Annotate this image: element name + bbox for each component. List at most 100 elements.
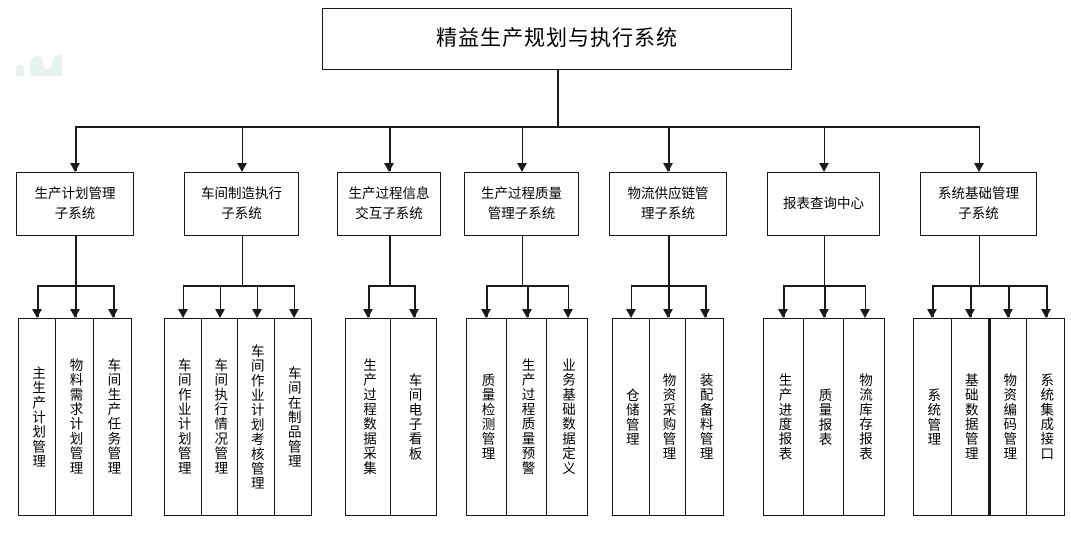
- connector-vertical: [521, 126, 524, 171]
- connector-vertical: [567, 285, 570, 317]
- connector-arrowhead: [32, 309, 42, 318]
- connector-arrowhead: [973, 163, 984, 172]
- leaf-label: 质量报表: [816, 387, 832, 447]
- leaf-box[interactable]: 物资采购管理: [649, 319, 687, 515]
- connector-arrowhead: [70, 163, 80, 172]
- connector-vertical: [241, 126, 244, 171]
- subsystem-box-2[interactable]: 车间制造执行子系统: [184, 172, 299, 236]
- watermark-icon: [16, 54, 62, 76]
- leaf-box[interactable]: 车间生产任务管理: [93, 319, 132, 515]
- subsystem-box-3[interactable]: 生产过程信息交互子系统: [337, 172, 441, 236]
- connector-arrowhead: [625, 309, 636, 318]
- leaf-label: 车间电子看板: [406, 372, 422, 462]
- leaf-label: 生产过程数据采集: [360, 358, 376, 476]
- connector-vertical: [241, 236, 244, 285]
- connector-vertical: [75, 285, 77, 317]
- leaf-group-5: 仓储管理物资采购管理装配备料管理: [612, 318, 724, 516]
- leaf-box[interactable]: 生产进度报表: [764, 319, 804, 515]
- leaf-label: 生产过程质量预警: [519, 358, 535, 476]
- connector-arrowhead: [663, 309, 673, 318]
- connector-arrowhead: [819, 309, 829, 318]
- connector-arrowhead: [778, 309, 789, 318]
- connector-vertical: [823, 236, 826, 285]
- connector-vertical: [978, 236, 981, 285]
- leaf-box[interactable]: 系统集成接口: [1026, 319, 1065, 515]
- connector-vertical: [389, 236, 391, 285]
- connector-vertical: [668, 236, 670, 285]
- leaf-box[interactable]: 生产过程数据采集: [346, 319, 392, 515]
- connector-vertical: [389, 126, 391, 171]
- connector-vertical: [521, 236, 524, 285]
- subsystem-box-1[interactable]: 生产计划管理子系统: [16, 172, 134, 236]
- leaf-box[interactable]: 车间在制品管理: [274, 319, 311, 515]
- leaf-group-1: 主生产计划管理物料需求计划管理车间生产任务管理: [18, 318, 132, 516]
- connector-vertical: [864, 285, 867, 317]
- leaf-box[interactable]: 装配备料管理: [686, 319, 723, 515]
- leaf-box[interactable]: 系统管理: [914, 319, 952, 515]
- subsystem-label: 生产计划管理子系统: [34, 186, 116, 221]
- subsystem-label: 系统基础管理子系统: [938, 186, 1019, 221]
- connector-vertical: [486, 285, 488, 317]
- connector-horizontal: [368, 285, 416, 287]
- leaf-box[interactable]: 业务基础数据定义: [547, 319, 587, 515]
- connector-arrowhead: [522, 309, 532, 318]
- leaf-box[interactable]: 仓储管理: [613, 319, 650, 515]
- connector-arrowhead: [700, 309, 711, 318]
- leaf-box[interactable]: 车间作业计划管理: [165, 319, 202, 515]
- connector-vertical: [527, 285, 529, 317]
- leaf-box[interactable]: 质量检测管理: [467, 319, 507, 515]
- connector-vertical: [668, 285, 670, 317]
- subsystem-label: 报表查询中心: [783, 196, 864, 212]
- leaf-label: 仓储管理: [623, 387, 639, 447]
- connector-vertical: [705, 285, 707, 317]
- leaf-group-4: 质量检测管理 生产过程质量预警 业务基础数据定义: [466, 318, 588, 516]
- subsystem-box-5[interactable]: 物流供应链管理子系统: [609, 172, 727, 236]
- connector-vertical: [783, 285, 785, 317]
- subsystem-box-7[interactable]: 系统基础管理子系统: [920, 172, 1037, 236]
- leaf-box[interactable]: 基础数据管理: [951, 319, 989, 515]
- connector-arrowhead: [384, 163, 394, 172]
- connector-arrowhead: [516, 163, 527, 172]
- leaf-label: 物资编码管理: [1001, 372, 1017, 462]
- leaf-label: 基础数据管理: [962, 372, 978, 462]
- connector-vertical: [75, 236, 77, 285]
- connector-arrowhead: [177, 309, 188, 318]
- connector-arrowhead: [1003, 309, 1013, 318]
- connector-vertical: [368, 285, 370, 317]
- connector-vertical: [219, 285, 222, 317]
- leaf-box[interactable]: 车间执行情况管理: [201, 319, 238, 515]
- connector-arrowhead: [927, 309, 937, 318]
- leaf-label: 系统集成接口: [1038, 372, 1054, 462]
- connector-vertical: [414, 285, 416, 317]
- leaf-label: 主生产计划管理: [30, 365, 46, 469]
- leaf-box[interactable]: 生产过程质量预警: [507, 319, 547, 515]
- leaf-label: 车间执行情况管理: [212, 358, 228, 476]
- leaf-box[interactable]: 主生产计划管理: [19, 319, 57, 515]
- connector-arrowhead: [1041, 309, 1051, 318]
- connector-vertical: [1008, 285, 1010, 317]
- leaf-label: 装配备料管理: [697, 372, 713, 462]
- connector-arrowhead: [965, 309, 975, 318]
- connector-vertical: [37, 285, 39, 317]
- subsystem-box-4[interactable]: 生产过程质量管理子系统: [464, 172, 579, 236]
- connector-arrowhead: [409, 309, 419, 318]
- leaf-box[interactable]: 车间电子看板: [391, 319, 436, 515]
- page-title: 精益生产规划与执行系统: [436, 27, 678, 51]
- connector-vertical: [182, 285, 185, 317]
- leaf-box[interactable]: 质量报表: [804, 319, 844, 515]
- subsystem-box-6[interactable]: 报表查询中心: [767, 172, 880, 236]
- connector-arrowhead: [70, 309, 80, 318]
- leaf-box[interactable]: 物流库存报表: [844, 319, 884, 515]
- leaf-label: 质量检测管理: [479, 372, 495, 462]
- connector-vertical: [630, 285, 633, 317]
- leaf-box[interactable]: 物料需求计划管理: [56, 319, 94, 515]
- leaf-box[interactable]: 物资编码管理: [989, 319, 1027, 515]
- leaf-box[interactable]: 车间作业计划考核管理: [238, 319, 275, 515]
- connector-arrowhead: [236, 163, 247, 172]
- leaf-label: 业务基础数据定义: [559, 358, 575, 476]
- root-title-box: 精益生产规划与执行系统: [322, 8, 792, 70]
- connector-vertical: [256, 285, 259, 317]
- connector-horizontal: [182, 285, 296, 287]
- leaf-label: 物流库存报表: [856, 372, 872, 462]
